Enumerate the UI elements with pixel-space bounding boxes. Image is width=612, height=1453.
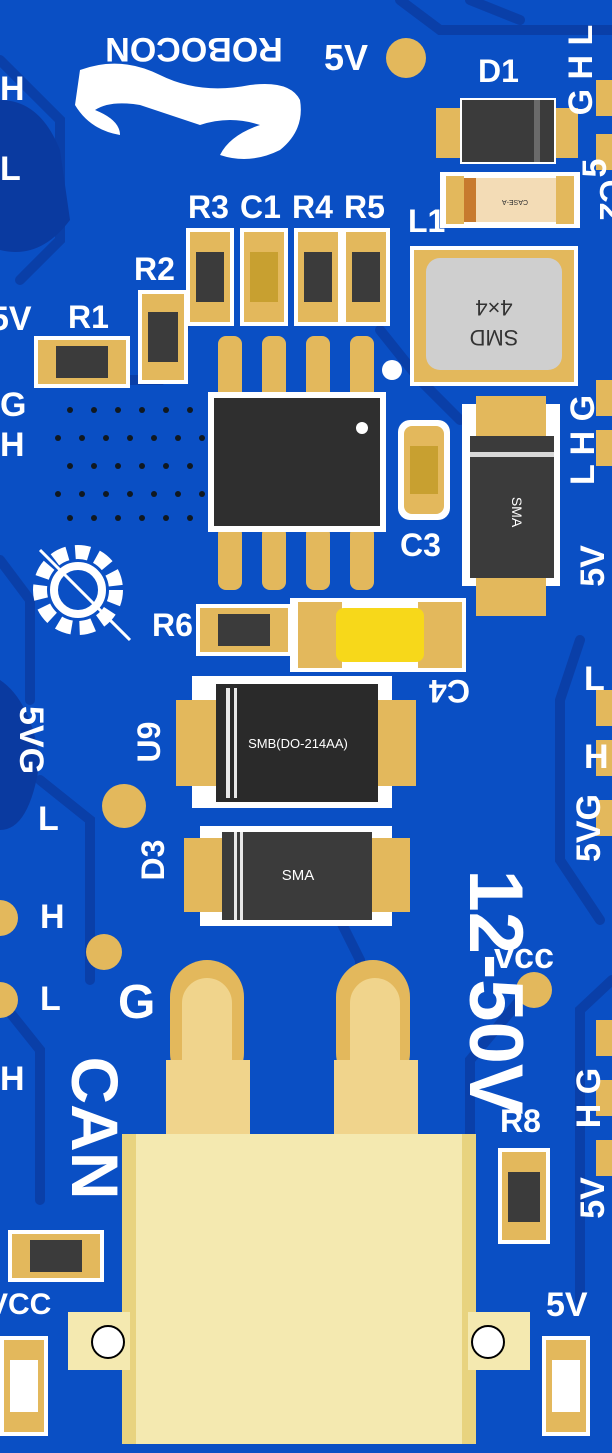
right-l-label: L [584,660,605,698]
c1-label: C1 [240,189,281,225]
robocon-text: ROBOCON [105,30,283,68]
round-pads [0,38,552,1018]
right-ghl-mid-label: L H G [564,395,602,485]
c4-capacitor [290,598,466,672]
d3-label: D3 [135,840,171,881]
left-l3-label: L [0,150,21,188]
l1-label: L1 [408,203,445,239]
u9-smb-diode: SMB(DO-214AA) [176,676,416,808]
c2-case-label: CASE-A [502,198,528,205]
left-h4-label: H [0,1060,25,1098]
power-connector [68,960,530,1444]
r2-label: R2 [134,251,175,287]
c2-capacitor: CASE-A [440,172,580,228]
right-hg-label: H G [570,1068,608,1128]
bottom-leds [0,1336,590,1436]
r1-label: R1 [68,299,109,335]
robocon-logo: ROBOCON [75,30,301,159]
right-5v-mid-label: 5V [574,545,612,587]
left-vcc-label: VCC [0,1288,51,1321]
g-power-label: G [118,976,155,1029]
right-5-label: 5 [576,159,612,178]
u9-label: U9 [131,722,167,763]
d3-sma-label: SMA [282,867,315,884]
r1-resistor [34,336,130,388]
sma-diode-right: SMA [462,396,560,616]
r2-resistor [138,290,188,384]
test-pad [102,784,146,828]
c3-capacitor [398,420,450,520]
right-5vg-label: 5VG [570,794,608,862]
d3-sma-diode: SMA [184,826,410,926]
right-h-l-label: H [584,738,609,776]
right-5v-low-label: 5V [574,1177,612,1219]
right-ghl-top-label: G H L [562,25,600,116]
r8-resistor [498,1148,550,1244]
designators: R3 C1 R4 R5 R2 R1 L1 D1 C3 R6 R8 C4 U9 D… [68,53,612,1139]
sma-right-label: SMA [509,497,525,528]
fish-logo-icon [75,63,301,159]
left-h1-label: H [0,426,25,464]
d1-diode [436,98,578,164]
net-labels: 5V 12-50V vcc CAN G 5VG 5V G H H H H L L… [0,25,612,1324]
r6-resistor [196,604,292,656]
copper-pour-left-2 [0,680,40,830]
left-l1-label: L [40,980,61,1018]
soic8-chip [208,336,402,590]
c2-label: C2 [593,180,612,221]
right-edge-pads [596,80,612,1176]
left-l2-label: L [38,800,59,838]
c4-label: C4 [429,673,470,709]
r5-label: R5 [344,189,385,225]
right-5v-bottom-label: 5V [546,1286,588,1324]
inductor-label-2: 4×4 [475,295,512,320]
smb-label: SMB(DO-214AA) [248,736,348,751]
left-h3-label: H [0,70,25,108]
top-5v-label: 5V [324,37,368,78]
copper-pour-left [0,100,70,252]
r3-label: R3 [188,189,229,225]
left-g-label: G [0,386,26,424]
left-5v-mid-label: 5V [0,300,32,338]
can-label: CAN [58,1057,132,1200]
bottom-left-resistor [8,1230,104,1282]
voltage-range-label: 12-50V [453,869,538,1114]
gear-logo-icon [33,545,132,642]
d1-label: D1 [478,53,519,89]
c3-label: C3 [400,527,441,563]
inductor-label-1: SMD [470,325,519,350]
left-5vg-label: 5VG [12,706,50,774]
left-h2-label: H [40,898,65,936]
resistor-row [186,228,390,326]
r4-label: R4 [292,189,333,225]
l1-inductor: 4×4 SMD [410,246,578,386]
r6-label: R6 [152,607,193,643]
via-grid [55,407,205,521]
vcc-right-label: vcc [494,935,554,976]
r8-label: R8 [500,1103,541,1139]
